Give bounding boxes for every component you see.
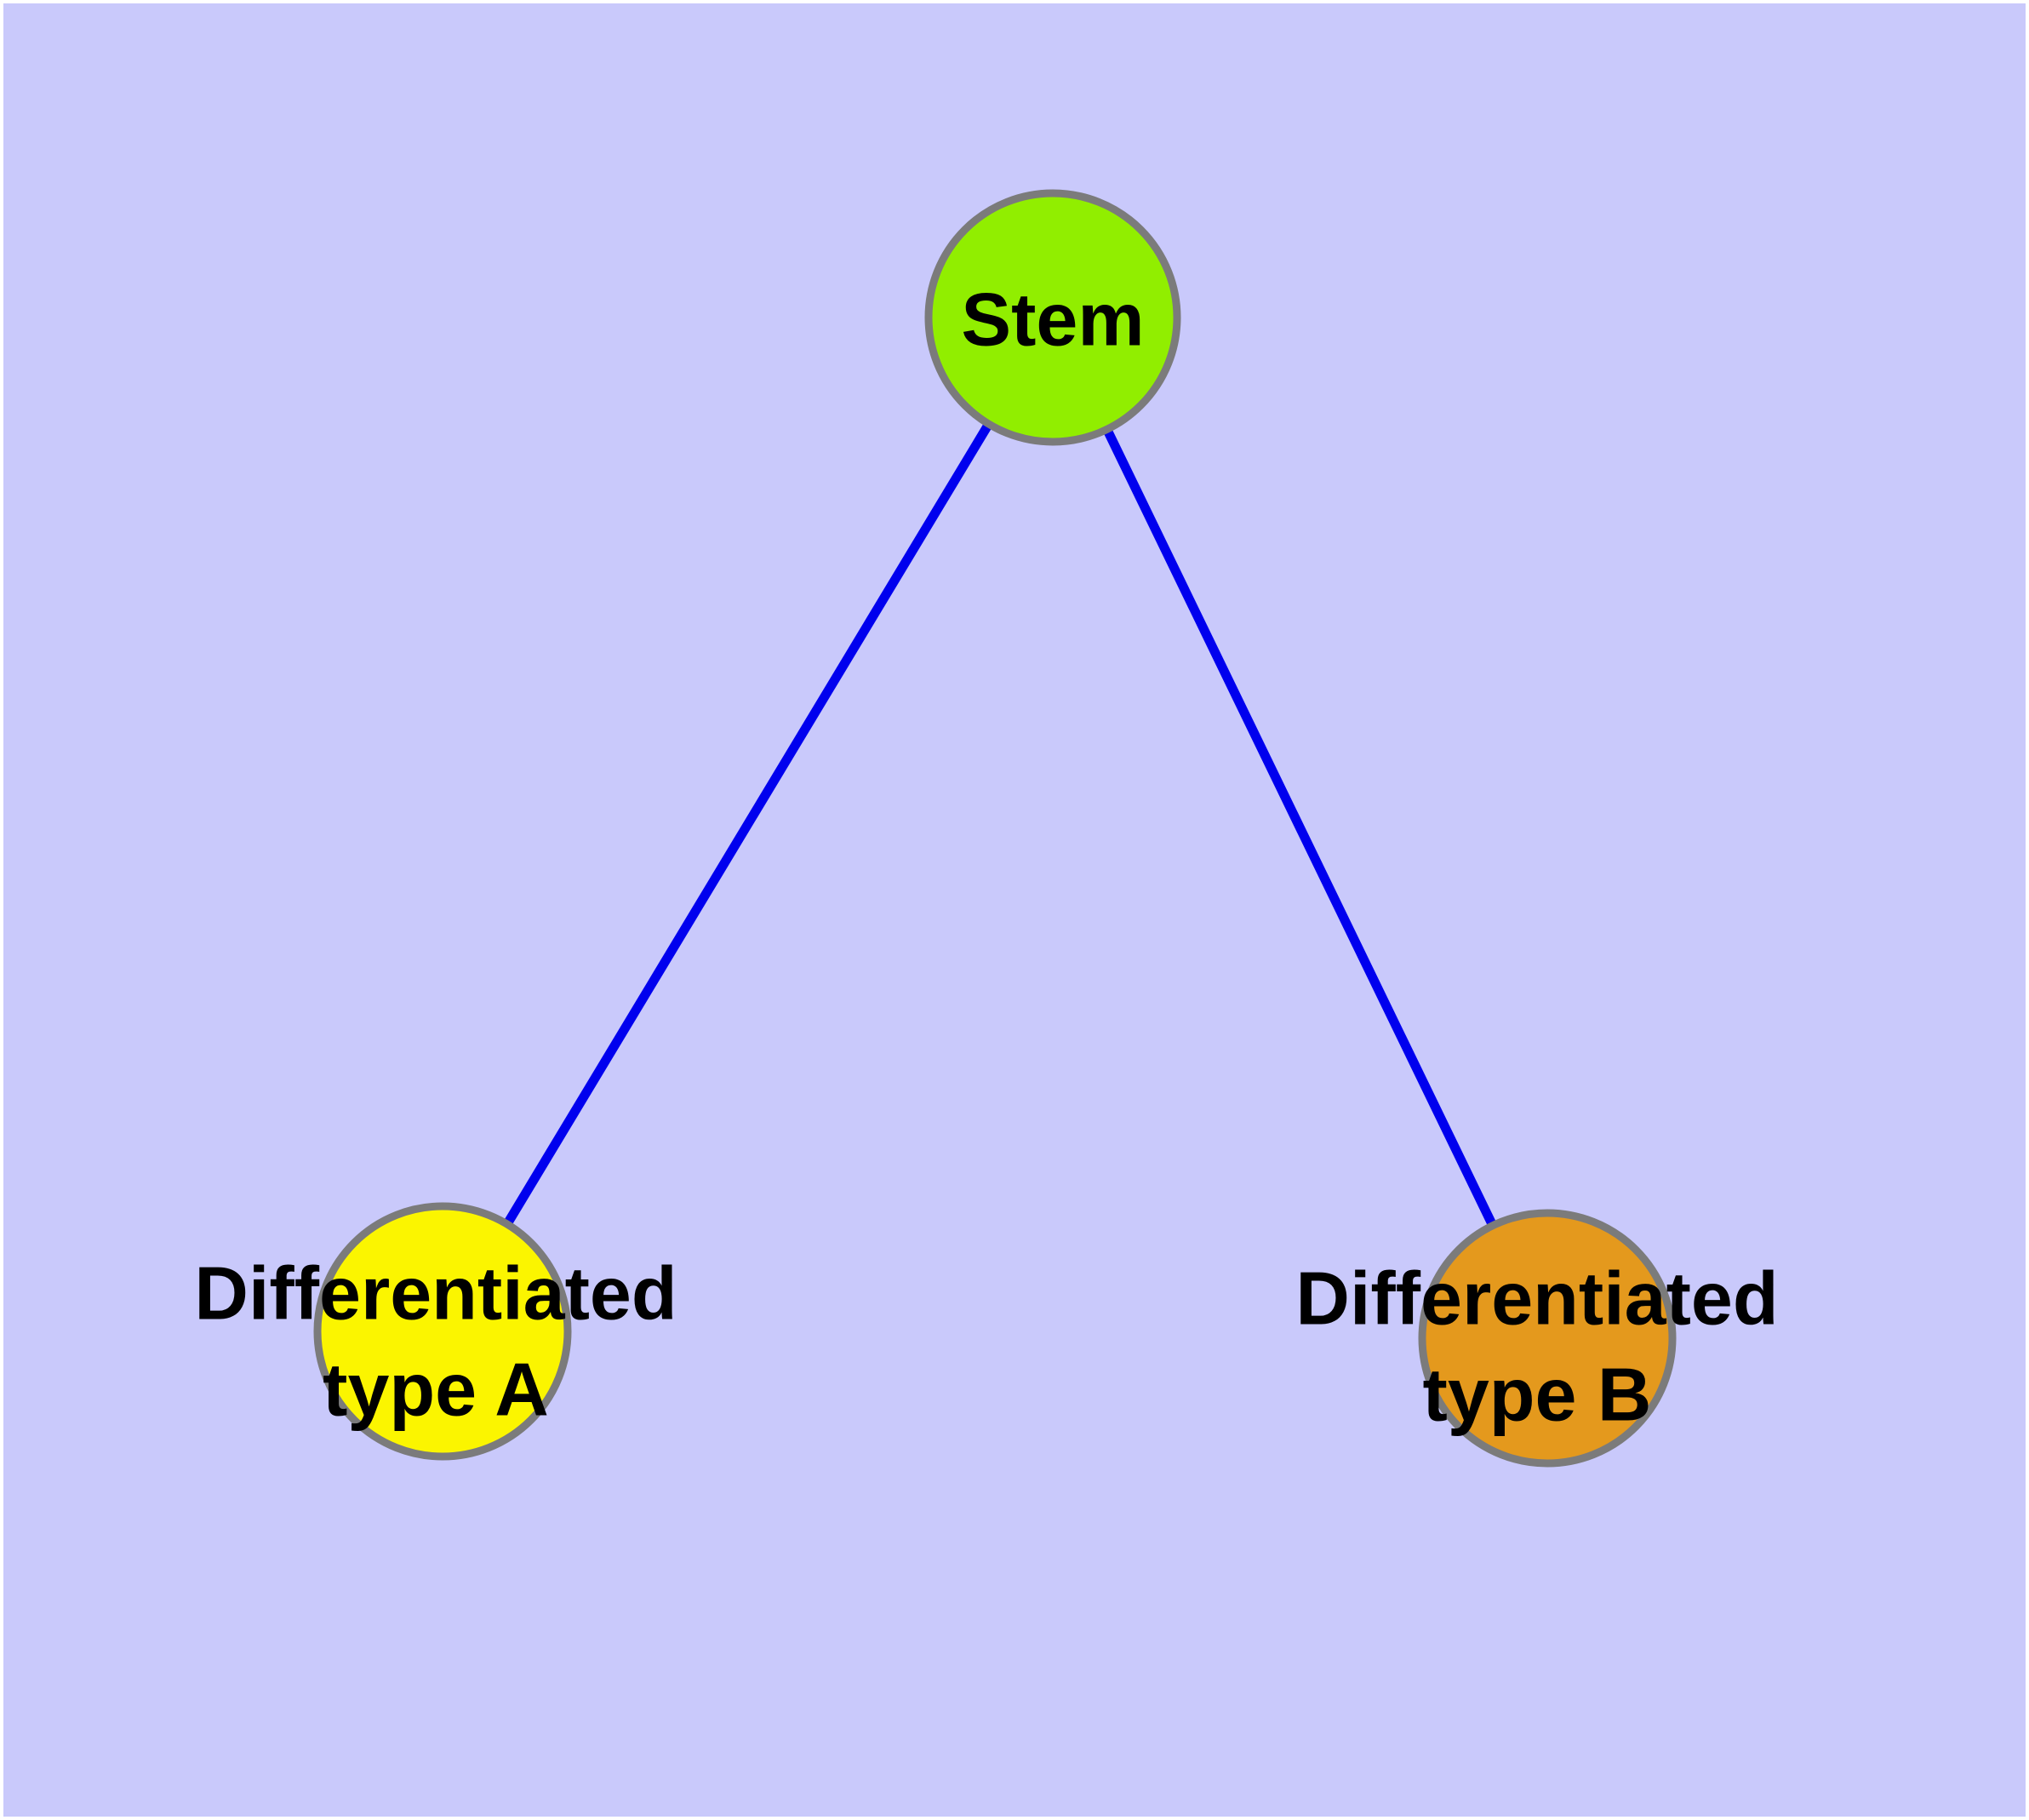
edge-stem-to-type-a — [438, 315, 1057, 1334]
node-type-a-circle — [313, 1202, 572, 1461]
node-type-b-circle — [1418, 1209, 1677, 1468]
edge-stem-to-type-b — [1049, 315, 1552, 1341]
node-stem-circle — [924, 189, 1181, 446]
